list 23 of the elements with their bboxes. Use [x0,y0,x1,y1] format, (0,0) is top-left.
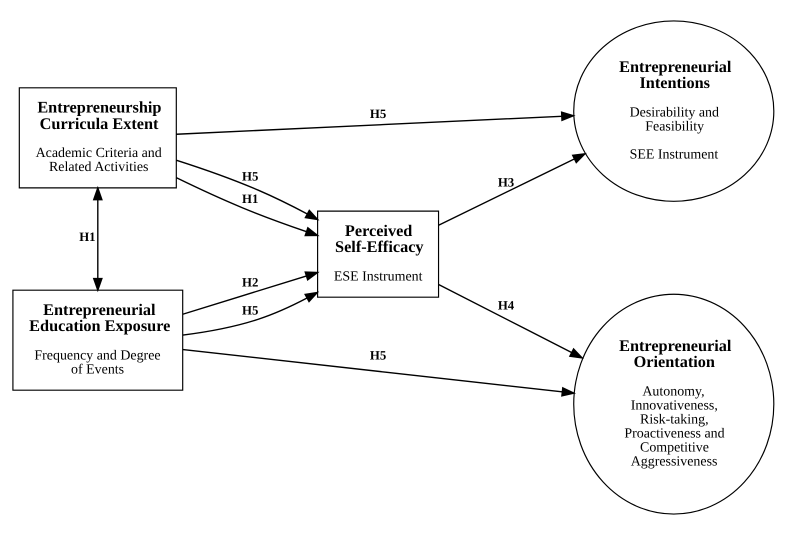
arrow [438,152,587,226]
edge-label: H5 [370,348,386,363]
arrow [176,111,576,135]
node-box: Entrepreneurship Curricula Extent Academic Criteria and Related Activities [18,87,177,188]
arrow [92,186,103,292]
node-circle: Entrepreneurial Intentions Desirability and Feasibility SEE Instrument [573,20,774,202]
arrow [182,271,320,315]
node-box: Perceived Self-Efficacy ESE Instrument [317,210,440,298]
edge-label: H1 [242,192,258,206]
edge-label: H4 [498,298,514,313]
node-circle: Entrepreneurial Orientation Autonomy, Innovativeness, Risk-taking, Proactiveness and Competitive Aggressiveness [573,294,774,515]
node-box: Entrepreneurial Education Exposure Frequency and Degree of Events [12,290,184,391]
edge-label: H2 [242,275,258,290]
edge-label: H1 [79,230,96,244]
arrow [182,348,576,397]
edge-label: H3 [498,175,514,190]
edge-label: H5 [370,106,386,121]
edge-label: H5 [242,303,258,318]
arrow [176,177,320,236]
edge-label: H5 [242,170,258,184]
arrow [176,160,320,220]
arrow [438,284,584,359]
arrow [182,291,320,336]
